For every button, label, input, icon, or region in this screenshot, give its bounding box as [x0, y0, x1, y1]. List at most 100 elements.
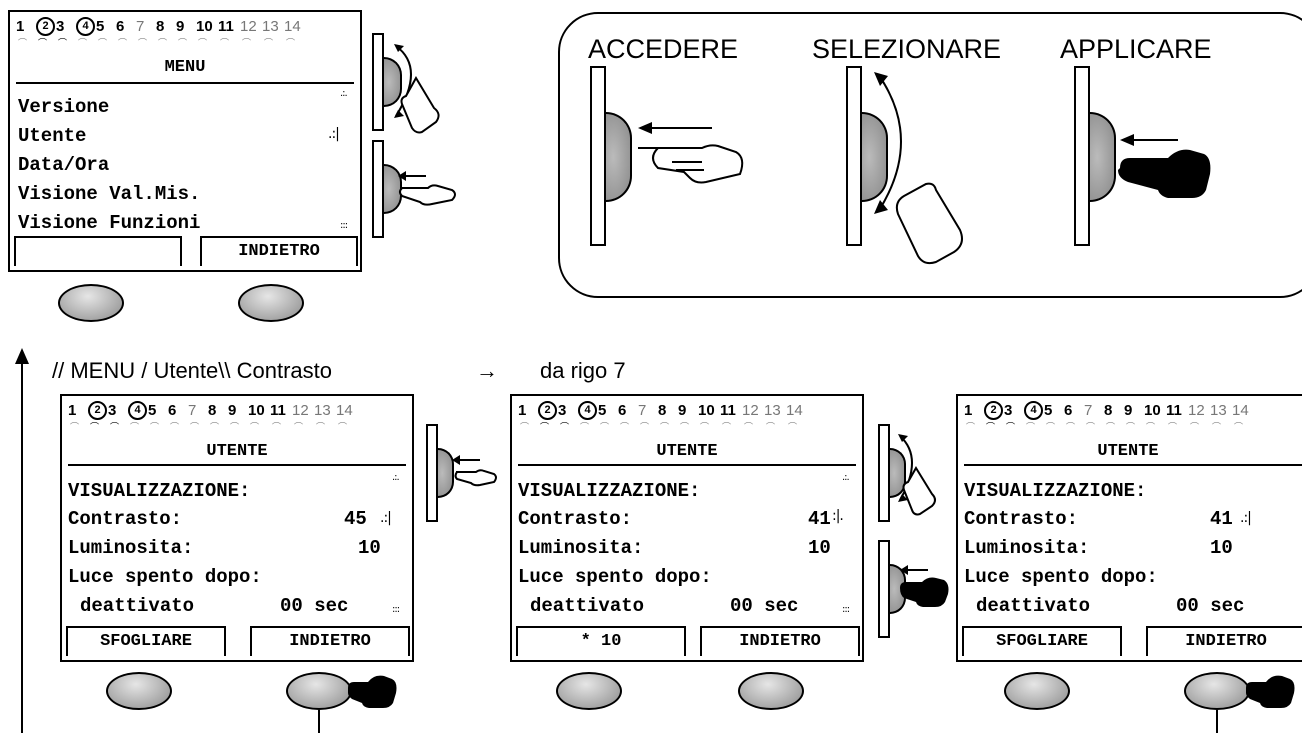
- right-hard-button[interactable]: [1184, 672, 1250, 710]
- status-mark-icon: ⌒: [264, 39, 274, 49]
- status-number: 14: [1232, 402, 1249, 419]
- softkey-left[interactable]: SFOGLIARE: [66, 626, 226, 656]
- contrast-value[interactable]: 41: [1210, 508, 1233, 530]
- select-knob-dome: [862, 112, 888, 202]
- menu-item-visione-val-mis[interactable]: Visione Val.Mis.: [18, 183, 201, 205]
- breadcrumb-suffix: da rigo 7: [540, 358, 626, 383]
- contrast-value[interactable]: 41: [808, 508, 831, 530]
- status-number: 9: [678, 402, 687, 419]
- status-mark-icon: ⌒: [1106, 423, 1116, 433]
- status-mark-icon: ⌒: [966, 423, 976, 433]
- brightness-label: Luminosita:: [518, 537, 644, 559]
- visualization-heading: VISUALIZZAZIONE:: [964, 480, 1147, 502]
- status-mark-icon: ⌒: [98, 39, 108, 49]
- status-mark-icon: ⌒: [190, 423, 200, 433]
- status-number: 7: [1084, 402, 1093, 419]
- menu-item-data-ora[interactable]: Data/Ora: [18, 154, 110, 176]
- cursor-left-icon: .:|: [1240, 510, 1252, 526]
- softkey-right[interactable]: INDIETRO: [250, 626, 410, 656]
- status-number: 5: [1044, 402, 1053, 419]
- status-number: 10: [196, 18, 213, 35]
- softkey-left[interactable]: * 10: [516, 626, 686, 656]
- return-arrow: [15, 348, 29, 733]
- brightness-value[interactable]: 10: [1210, 537, 1233, 559]
- cursor-left-icon: .:|: [328, 126, 340, 142]
- left-hard-button[interactable]: [106, 672, 172, 710]
- status-mark-icon: ⌒: [38, 39, 48, 49]
- light-off-value[interactable]: 00 sec: [1176, 595, 1245, 617]
- visualization-heading: VISUALIZZAZIONE:: [68, 480, 251, 502]
- softkey-right[interactable]: INDIETRO: [700, 626, 860, 656]
- status-number: 12: [742, 402, 759, 419]
- status-mark-icon: ⌒: [788, 423, 798, 433]
- menu-item-versione[interactable]: Versione: [18, 96, 110, 118]
- brightness-value[interactable]: 10: [808, 537, 831, 559]
- right-hard-button[interactable]: [738, 672, 804, 710]
- right-hard-button[interactable]: [238, 284, 304, 322]
- softkey-right[interactable]: INDIETRO: [200, 236, 358, 266]
- light-off-label: Luce spento dopo:: [68, 566, 262, 588]
- scroll-up-icon: .:.: [340, 88, 348, 99]
- status-number: 10: [698, 402, 715, 419]
- cursor-left-icon: .:|: [380, 510, 392, 526]
- legend-access-title: ACCEDERE: [588, 34, 739, 64]
- status-mark-icon: ⌒: [1046, 423, 1056, 433]
- light-off-value[interactable]: 00 sec: [280, 595, 349, 617]
- status-number: 4: [578, 401, 597, 420]
- status-number: 10: [1144, 402, 1161, 419]
- breadcrumb-arrow: →: [476, 358, 498, 383]
- softkey-left[interactable]: SFOGLIARE: [962, 626, 1122, 656]
- status-mark-icon: ⌒: [1146, 423, 1156, 433]
- status-number: 3: [56, 18, 65, 35]
- rotary-knob-panel-top: [372, 33, 384, 131]
- brightness-value[interactable]: 10: [358, 537, 381, 559]
- status-mark-icon: ⌒: [170, 423, 180, 433]
- softkey-right[interactable]: INDIETRO: [1146, 626, 1302, 656]
- status-number: 8: [1104, 402, 1113, 419]
- left-hard-button[interactable]: [1004, 672, 1070, 710]
- legend-select-title: SELEZIONARE: [812, 34, 1002, 64]
- select-knob-panel: [846, 66, 862, 246]
- light-off-label: Luce spento dopo:: [964, 566, 1158, 588]
- light-off-value[interactable]: 00 sec: [730, 595, 799, 617]
- status-mark-icon: ⌒: [660, 423, 670, 433]
- breadcrumb-path: // MENU / Utente\\ Contrasto: [52, 358, 332, 383]
- status-number: 1: [964, 402, 973, 419]
- softkey-left[interactable]: [14, 236, 182, 266]
- title-divider: [518, 464, 856, 466]
- user-screen-3: 1⌒2⌒3⌒4⌒5⌒6⌒7⌒8⌒9⌒10⌒11⌒12⌒13⌒14⌒ UTENTE…: [956, 394, 1302, 662]
- contrast-label: Contrasto:: [964, 508, 1079, 530]
- light-off-state: deattivato: [80, 595, 195, 617]
- right-hard-button[interactable]: [286, 672, 352, 710]
- contrast-value[interactable]: 45: [344, 508, 367, 530]
- status-number: 1: [16, 18, 25, 35]
- status-mark-icon: ⌒: [1066, 423, 1076, 433]
- status-mark-icon: ⌒: [520, 423, 530, 433]
- status-mark-icon: ⌒: [220, 39, 230, 49]
- pointer-line: [318, 710, 320, 733]
- status-mark-icon: ⌒: [580, 423, 590, 433]
- status-number: 2: [538, 401, 557, 420]
- status-number: 11: [1166, 402, 1182, 419]
- status-number: 11: [270, 402, 286, 419]
- left-hard-button[interactable]: [58, 284, 124, 322]
- status-number: 7: [638, 402, 647, 419]
- menu-item-visione-funzioni[interactable]: Visione Funzioni: [18, 212, 201, 234]
- light-off-label: Luce spento dopo:: [518, 566, 712, 588]
- status-number: 3: [108, 402, 117, 419]
- menu-item-utente[interactable]: Utente: [18, 125, 87, 147]
- status-mark-icon: ⌒: [158, 39, 168, 49]
- status-number: 2: [36, 17, 55, 36]
- legend-apply-title: APPLICARE: [1060, 34, 1212, 64]
- status-number: 7: [136, 18, 145, 35]
- left-hard-button[interactable]: [556, 672, 622, 710]
- status-number: 13: [1210, 402, 1227, 419]
- user-title: UTENTE: [206, 442, 268, 461]
- status-mark-icon: ⌒: [640, 423, 650, 433]
- access-hand-icon: [638, 122, 744, 184]
- status-number: 1: [518, 402, 527, 419]
- user-screen-2: 1⌒2⌒3⌒4⌒5⌒6⌒7⌒8⌒9⌒10⌒11⌒12⌒13⌒14⌒ UTENTE…: [510, 394, 864, 662]
- rotary-knob-panel-bottom: [878, 540, 890, 638]
- status-number: 13: [314, 402, 331, 419]
- status-number: 8: [208, 402, 217, 419]
